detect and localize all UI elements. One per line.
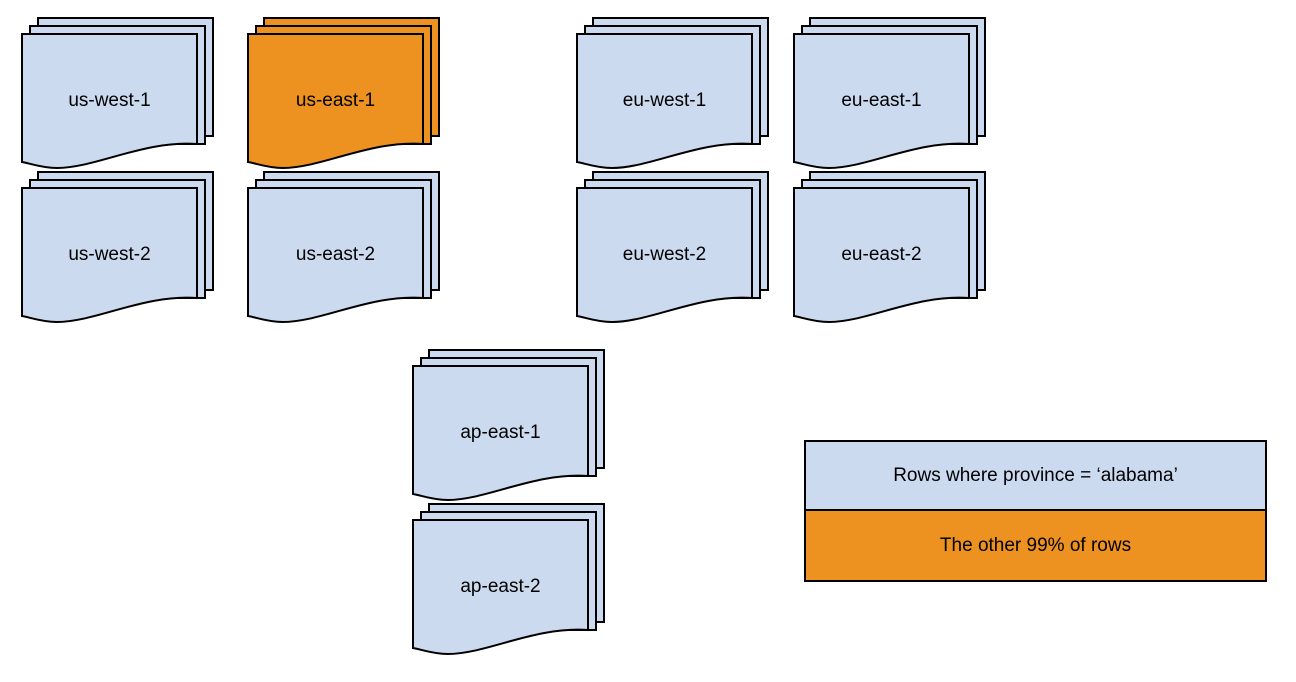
document-sheet-front: [21, 187, 198, 324]
legend: Rows where province = ‘alabama’The other…: [804, 440, 1267, 582]
document-stack-ap-east-2: ap-east-2: [411, 502, 641, 682]
legend-item-other-rows: The other 99% of rows: [806, 511, 1265, 580]
document-stack-shape: [412, 349, 605, 502]
document-sheet-front: [247, 187, 424, 324]
document-sheet-front: [412, 519, 589, 656]
document-stack-us-east-2: us-east-2: [246, 170, 476, 350]
document-sheet-front: [412, 365, 589, 502]
document-stack-shape: [247, 17, 440, 170]
document-stack-shape: [21, 171, 214, 324]
document-stack-shape: [576, 171, 769, 324]
document-stack-eu-east-2: eu-east-2: [792, 170, 1022, 350]
document-stack-eu-east-1: eu-east-1: [792, 16, 1022, 196]
document-stack-ap-east-1: ap-east-1: [411, 348, 641, 528]
document-stack-shape: [576, 17, 769, 170]
document-sheet-front: [247, 33, 424, 170]
document-sheet-front: [576, 33, 753, 170]
document-stack-eu-west-2: eu-west-2: [575, 170, 805, 350]
document-stack-shape: [21, 17, 214, 170]
document-stack-shape: [793, 17, 986, 170]
document-stack-shape: [412, 503, 605, 656]
document-stack-eu-west-1: eu-west-1: [575, 16, 805, 196]
document-stack-us-west-2: us-west-2: [20, 170, 250, 350]
document-stack-us-west-1: us-west-1: [20, 16, 250, 196]
document-sheet-front: [21, 33, 198, 170]
document-stack-shape: [793, 171, 986, 324]
document-stack-us-east-1: us-east-1: [246, 16, 476, 196]
legend-item-alabama-rows: Rows where province = ‘alabama’: [806, 442, 1265, 511]
document-stack-shape: [247, 171, 440, 324]
document-sheet-front: [793, 33, 970, 170]
document-sheet-front: [793, 187, 970, 324]
document-sheet-front: [576, 187, 753, 324]
